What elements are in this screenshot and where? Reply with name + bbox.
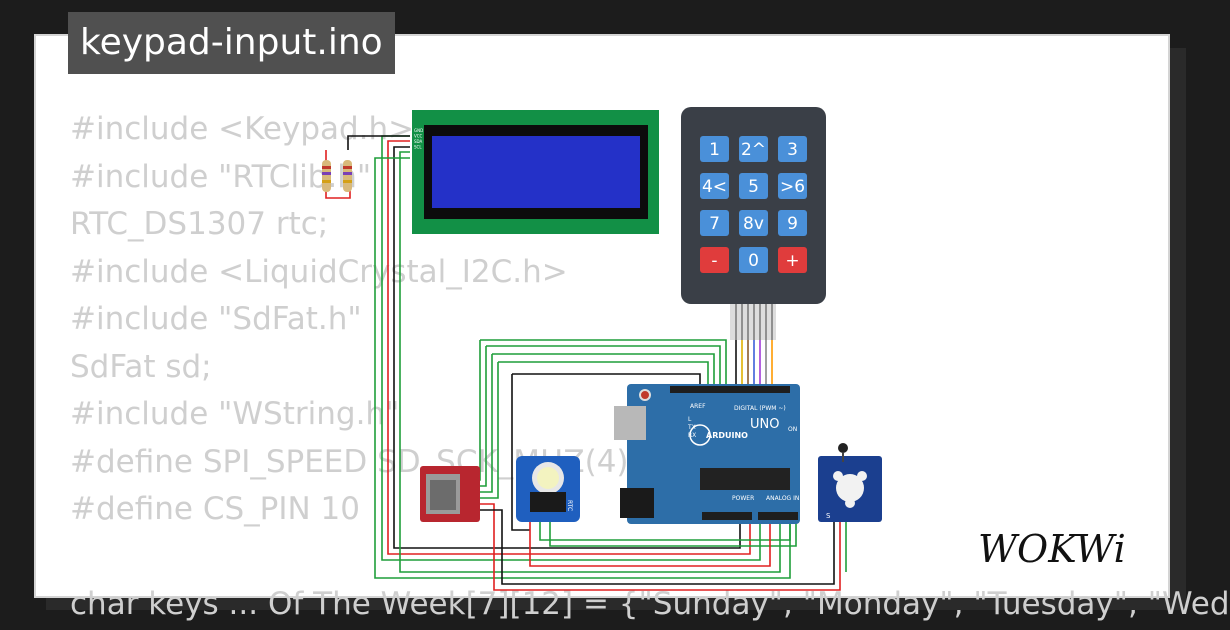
analog-label: ANALOG IN: [766, 495, 799, 502]
resistors: [322, 160, 352, 192]
keypad-key-label: -: [711, 251, 717, 271]
aref-label: AREF: [690, 403, 706, 410]
keypad-key[interactable]: [739, 136, 768, 162]
keypad-key-label: 4<: [702, 177, 727, 197]
lcd-pin-label: GND: [414, 128, 423, 133]
l-label: L: [688, 416, 692, 423]
sd-card-module[interactable]: [420, 466, 480, 522]
power-label: POWER: [732, 495, 754, 502]
keypad-key-label: 3: [787, 140, 798, 160]
project-filename[interactable]: keypad-input.ino: [68, 12, 395, 74]
arduino-brand: ARDUINO: [706, 431, 748, 440]
keypad-key-label: 0: [748, 251, 759, 271]
keypad-key[interactable]: [778, 173, 807, 199]
rtc-module[interactable]: RTC: [516, 456, 580, 522]
keypad-key[interactable]: [700, 247, 729, 273]
lcd-pin-label: SDA: [414, 139, 423, 144]
keypad-key[interactable]: [778, 136, 807, 162]
code-line: #include "SdFat.h": [70, 301, 362, 337]
logo-text: WOKWi: [978, 527, 1126, 571]
keypad-key-label: 7: [709, 214, 720, 234]
wokwi-logo: WOKWi: [978, 527, 1126, 571]
arduino-uno-board[interactable]: AREF DIGITAL (PWM ~) L TX RX ARDUINO UNO…: [614, 384, 800, 524]
code-preview: #include <Keypad.h>#include "RTClib.h"RT…: [70, 106, 1230, 629]
lcd-pin-label: SCL: [414, 145, 422, 150]
code-line: #define SPI_SPEED SD_SCK_MHZ(4): [70, 443, 629, 480]
arduino-model: UNO: [750, 417, 779, 432]
code-line: #include <LiquidCrystal_I2C.h>: [70, 253, 568, 290]
keypad-key-label: +: [785, 251, 799, 271]
keypad[interactable]: 1 2^ 3 4< 5 >6 7 8v 9 - 0 +: [681, 107, 826, 340]
code-line: #define CS_PIN 10: [70, 491, 360, 527]
on-label: ON: [788, 426, 797, 433]
tx-label: TX: [687, 424, 696, 431]
keypad-key-label: 1: [709, 140, 720, 160]
keypad-key-label: 8v: [743, 214, 764, 234]
keypad-key-label: 9: [787, 214, 798, 234]
keypad-key[interactable]: [739, 173, 768, 199]
code-line: SdFat sd;: [70, 348, 212, 385]
code-line: #include "WString.h": [70, 396, 400, 432]
code-line: RTC_DS1307 rtc;: [70, 206, 329, 242]
keypad-key[interactable]: [739, 247, 768, 273]
keypad-key[interactable]: [700, 173, 729, 199]
code-line: char keys ... Of The Week[7][12] = {"Sun…: [70, 586, 1230, 622]
lcd-pin-label: VCC: [414, 134, 423, 139]
rtc-label: RTC: [566, 500, 573, 511]
sensor-label: S: [826, 512, 831, 520]
keypad-key[interactable]: [739, 210, 768, 236]
keypad-key-label: >6: [780, 177, 805, 197]
keypad-key-label: 2^: [741, 140, 766, 160]
sensor-module[interactable]: S: [818, 443, 882, 522]
keypad-key[interactable]: [778, 247, 807, 273]
keypad-key-label: 5: [748, 177, 759, 197]
digital-label: DIGITAL (PWM ~): [734, 405, 786, 412]
keypad-key[interactable]: [778, 210, 807, 236]
rx-label: RX: [688, 432, 696, 439]
keypad-key[interactable]: [700, 136, 729, 162]
keypad-key[interactable]: [700, 210, 729, 236]
